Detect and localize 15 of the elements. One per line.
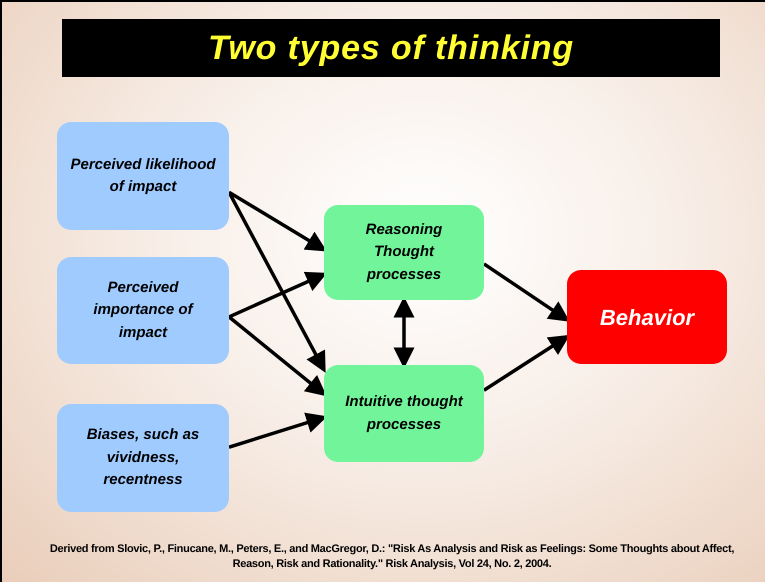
arrow [227, 191, 326, 373]
process-box [57, 257, 229, 364]
process-box [324, 365, 484, 462]
title: Two types of thinking [208, 28, 574, 68]
process-box [567, 270, 727, 364]
box-label: Intuitive thought processes [344, 392, 464, 434]
box-label: Behavior [600, 304, 694, 332]
box-label: Biases, such as vividness, recentness [86, 425, 200, 490]
box-label: Perceived likelihood of impact [69, 154, 217, 197]
citation-caption: Derived from Slovic, P., Finucane, M., Peters, E., and MacGregor, D.: "Risk As Analysis and Risk as Feelings: Some Thoughts about Affect, Reason, Risk and Rationality." Risk Analysis, Vol 24, No. 2, 2004. [50, 543, 734, 570]
process-box [57, 404, 229, 512]
process-box [324, 205, 484, 300]
process-box [57, 122, 229, 230]
box-label: Perceived importance of impact [92, 278, 195, 343]
box-label: Reasoning Thought processes [364, 220, 444, 285]
